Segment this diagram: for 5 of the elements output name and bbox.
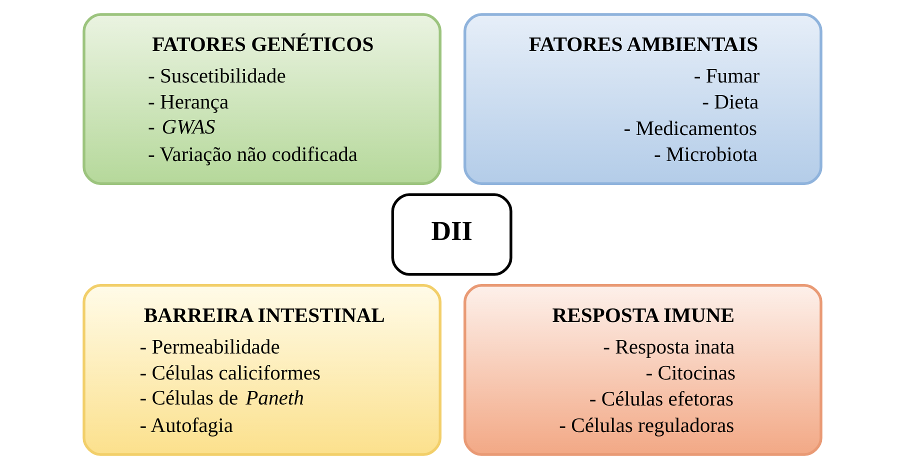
node-box: DII bbox=[391, 192, 512, 276]
node-box: FATORES AMBIENTAIS - Fumar - Dieta - Medicamentos - Microbiota bbox=[464, 12, 822, 184]
node-box: RESPOSTA IMUNE - Resposta inata - Citocinas - Células efetoras - Células reguladoras bbox=[464, 284, 822, 456]
node-box: BARREIRA INTESTINAL - Permeabilidade - Células caliciformes - Células de Paneth - Autofagia bbox=[82, 284, 442, 456]
node-box: FATORES GENÉTICOS - Suscetibilidade - Herança - GWAS - Variação não codificada bbox=[82, 12, 442, 184]
